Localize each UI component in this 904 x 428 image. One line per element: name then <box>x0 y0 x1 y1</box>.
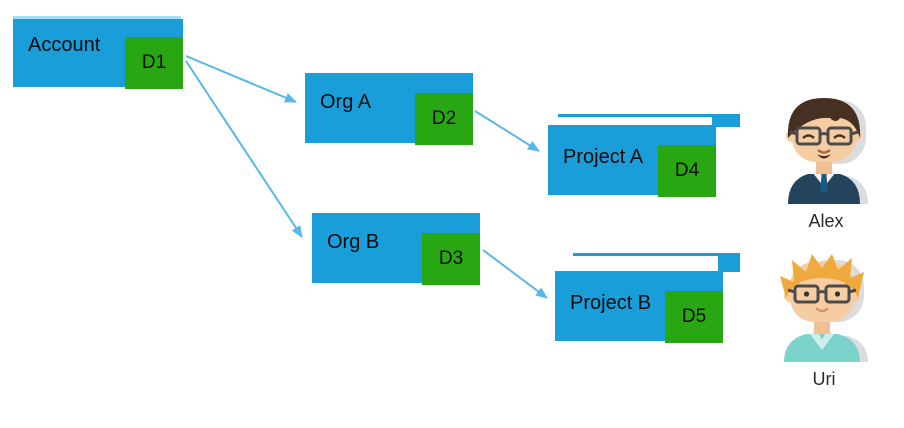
badge-d2-label: D2 <box>431 108 457 129</box>
project-a-ghost-edge <box>558 114 740 117</box>
badge-d5: D5 <box>665 291 723 343</box>
user-uri-name: Uri <box>812 369 836 389</box>
node-org-a: Org A D2 <box>305 73 473 145</box>
project-a-ghost-corner <box>712 117 740 127</box>
node-org-b-label: Org B <box>327 231 380 253</box>
node-org-b: Org B D3 <box>312 213 480 285</box>
avatar-uri-icon <box>780 254 868 362</box>
badge-d4-label: D4 <box>674 160 700 181</box>
badge-d3-label: D3 <box>438 248 464 269</box>
user-alex: Alex <box>778 92 874 232</box>
badge-d5-label: D5 <box>681 306 707 327</box>
node-project-b: Project B D5 <box>555 271 723 343</box>
node-account-label: Account <box>28 34 101 56</box>
node-account: Account D1 <box>13 19 183 89</box>
arrow-d3-to-project-b <box>482 249 548 299</box>
account-box-highlight-edge <box>13 16 181 20</box>
arrow-d1-to-org-b <box>185 60 303 238</box>
user-alex-name: Alex <box>808 211 844 231</box>
badge-d1: D1 <box>125 37 183 89</box>
node-project-a-label: Project A <box>563 146 644 168</box>
badge-d3: D3 <box>422 233 480 285</box>
node-org-a-label: Org A <box>320 91 372 113</box>
arrow-d1-to-org-a <box>185 55 297 103</box>
arrow-d2-to-project-a <box>474 110 540 152</box>
user-uri: Uri <box>776 250 872 390</box>
node-project-a: Project A D4 <box>548 125 716 197</box>
avatar-alex-icon <box>786 98 868 204</box>
project-b-ghost-corner <box>718 256 740 272</box>
badge-d1-label: D1 <box>141 52 167 73</box>
project-b-ghost-edge <box>573 253 740 256</box>
node-project-b-label: Project B <box>570 292 652 314</box>
badge-d4: D4 <box>658 145 716 197</box>
badge-d2: D2 <box>415 93 473 145</box>
